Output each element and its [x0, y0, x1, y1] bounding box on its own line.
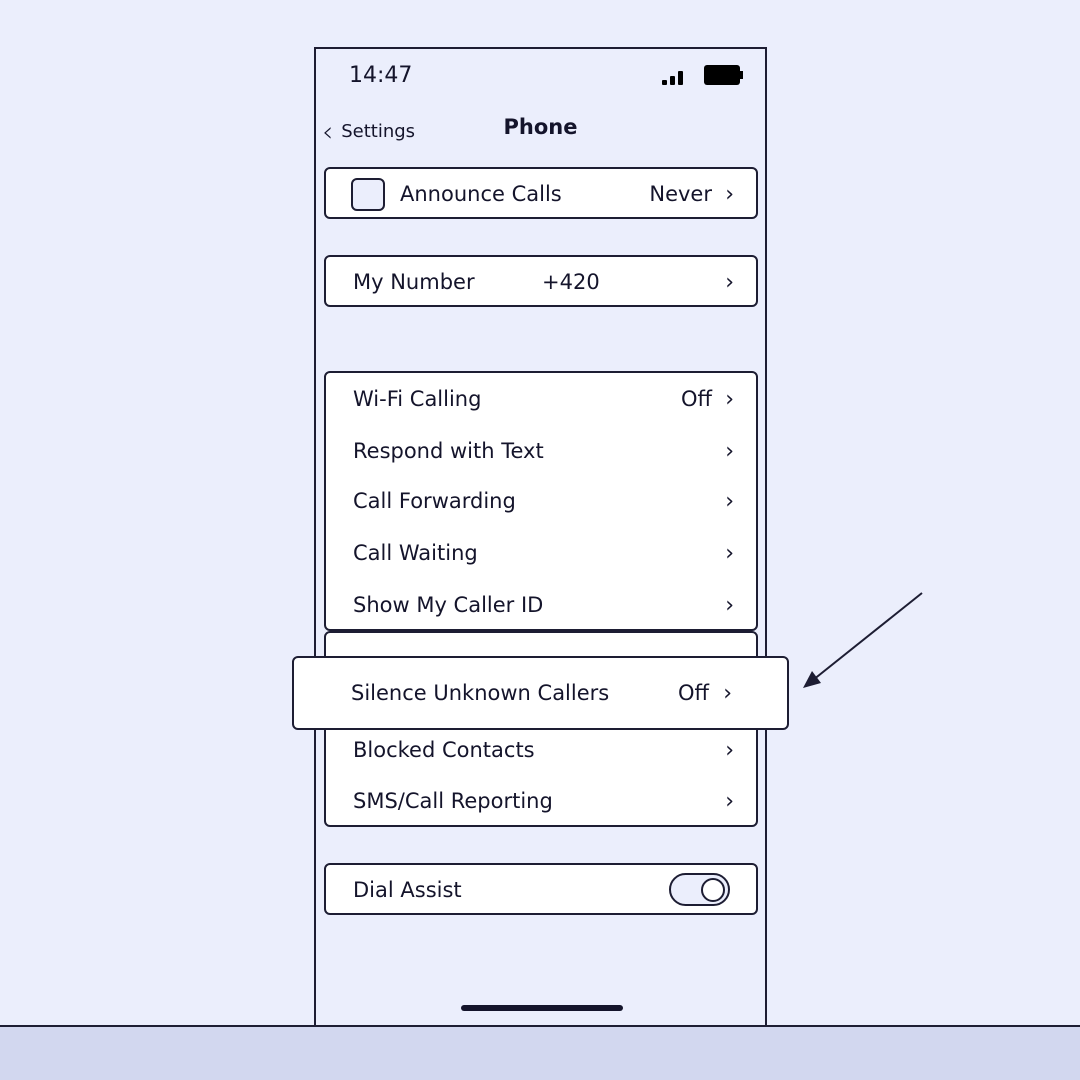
signal-icon: [662, 69, 684, 85]
row-label: Call Waiting: [353, 541, 478, 565]
row-value: +420: [542, 270, 600, 294]
my-number-row[interactable]: My Number +420 ›: [326, 257, 756, 307]
chevron-left-icon: ‹: [322, 115, 334, 148]
call-waiting-row[interactable]: Call Waiting ›: [326, 528, 756, 578]
phone-frame: 14:47 ‹ Settings Phone Announce Calls Ne…: [314, 47, 767, 1027]
blocked-contacts-row[interactable]: Blocked Contacts ›: [326, 725, 756, 775]
row-label: Call Forwarding: [353, 489, 516, 513]
chevron-right-icon: ›: [725, 592, 734, 618]
chevron-right-icon: ›: [725, 181, 734, 207]
respond-with-text-row[interactable]: Respond with Text ›: [326, 426, 756, 476]
announce-calls-card: Announce Calls Never ›: [324, 167, 758, 219]
my-number-card: My Number +420 ›: [324, 255, 758, 307]
announce-calls-icon: [351, 178, 385, 211]
status-time: 14:47: [349, 63, 413, 88]
announce-calls-row[interactable]: Announce Calls Never ›: [326, 169, 756, 219]
sms-call-reporting-row[interactable]: SMS/Call Reporting ›: [326, 776, 756, 826]
row-label: Show My Caller ID: [353, 593, 544, 617]
row-label: SMS/Call Reporting: [353, 789, 553, 813]
wifi-calling-row[interactable]: Wi-Fi Calling Off ›: [326, 374, 756, 424]
chevron-right-icon: ›: [725, 488, 734, 514]
chevron-right-icon: ›: [725, 269, 734, 295]
row-label: Respond with Text: [353, 439, 544, 463]
row-label: Announce Calls: [400, 182, 562, 206]
back-button[interactable]: ‹ Settings: [322, 115, 415, 148]
chevron-right-icon: ›: [725, 540, 734, 566]
row-value: Never: [649, 182, 712, 206]
call-forwarding-row[interactable]: Call Forwarding ›: [326, 476, 756, 526]
page-title: Phone: [503, 115, 578, 139]
row-label: Silence Unknown Callers: [351, 681, 610, 705]
dial-assist-row: Dial Assist: [326, 865, 756, 915]
row-value: Off: [681, 387, 712, 411]
row-value: Off: [678, 681, 709, 705]
row-label: Wi-Fi Calling: [353, 387, 482, 411]
show-caller-id-row[interactable]: Show My Caller ID ›: [326, 580, 756, 630]
silence-unknown-callers-row[interactable]: Silence Unknown Callers Off ›: [292, 656, 789, 730]
battery-icon: [704, 65, 740, 85]
row-label: Dial Assist: [353, 878, 462, 902]
row-label: Blocked Contacts: [353, 738, 535, 762]
chevron-right-icon: ›: [723, 680, 732, 706]
chevron-right-icon: ›: [725, 386, 734, 412]
chevron-right-icon: ›: [725, 737, 734, 763]
chevron-right-icon: ›: [725, 788, 734, 814]
back-label: Settings: [341, 121, 416, 142]
home-indicator[interactable]: [461, 1005, 623, 1011]
dial-assist-card: Dial Assist: [324, 863, 758, 915]
toggle-knob: [701, 878, 725, 902]
calling-group: Wi-Fi Calling Off › Respond with Text › Cal…: [324, 371, 758, 631]
chevron-right-icon: ›: [725, 438, 734, 464]
dial-assist-toggle[interactable]: [669, 873, 730, 906]
row-label: My Number: [353, 270, 475, 294]
